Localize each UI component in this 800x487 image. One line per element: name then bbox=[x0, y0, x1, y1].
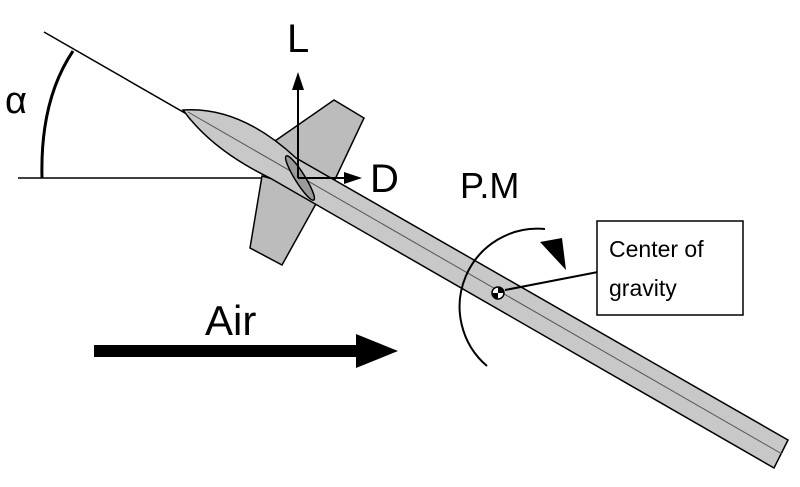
pitching-moment-arc bbox=[458, 227, 546, 367]
cg-callout-leader bbox=[504, 271, 599, 291]
cg-callout-line1: Center of bbox=[609, 236, 704, 262]
airflow-arrowhead bbox=[356, 334, 398, 368]
pitching-moment-arrowhead bbox=[540, 238, 566, 270]
cg-callout-box bbox=[596, 220, 744, 316]
airflow-label: Air bbox=[205, 297, 256, 344]
lift-arrowhead bbox=[292, 72, 304, 90]
drag-arrowhead bbox=[344, 172, 362, 184]
lift-label: L bbox=[287, 17, 309, 61]
angle-of-attack-label: α bbox=[5, 80, 27, 122]
cg-callout-line2: gravity bbox=[609, 275, 677, 301]
center-of-gravity-symbol bbox=[491, 286, 505, 300]
missile-body bbox=[181, 108, 789, 470]
missile-centerline bbox=[187, 111, 783, 455]
angle-of-attack-arc bbox=[40, 50, 75, 179]
pitching-moment-label: P.M bbox=[460, 165, 519, 206]
airflow-arrow-shaft bbox=[94, 345, 366, 357]
drag-label: D bbox=[370, 157, 399, 201]
